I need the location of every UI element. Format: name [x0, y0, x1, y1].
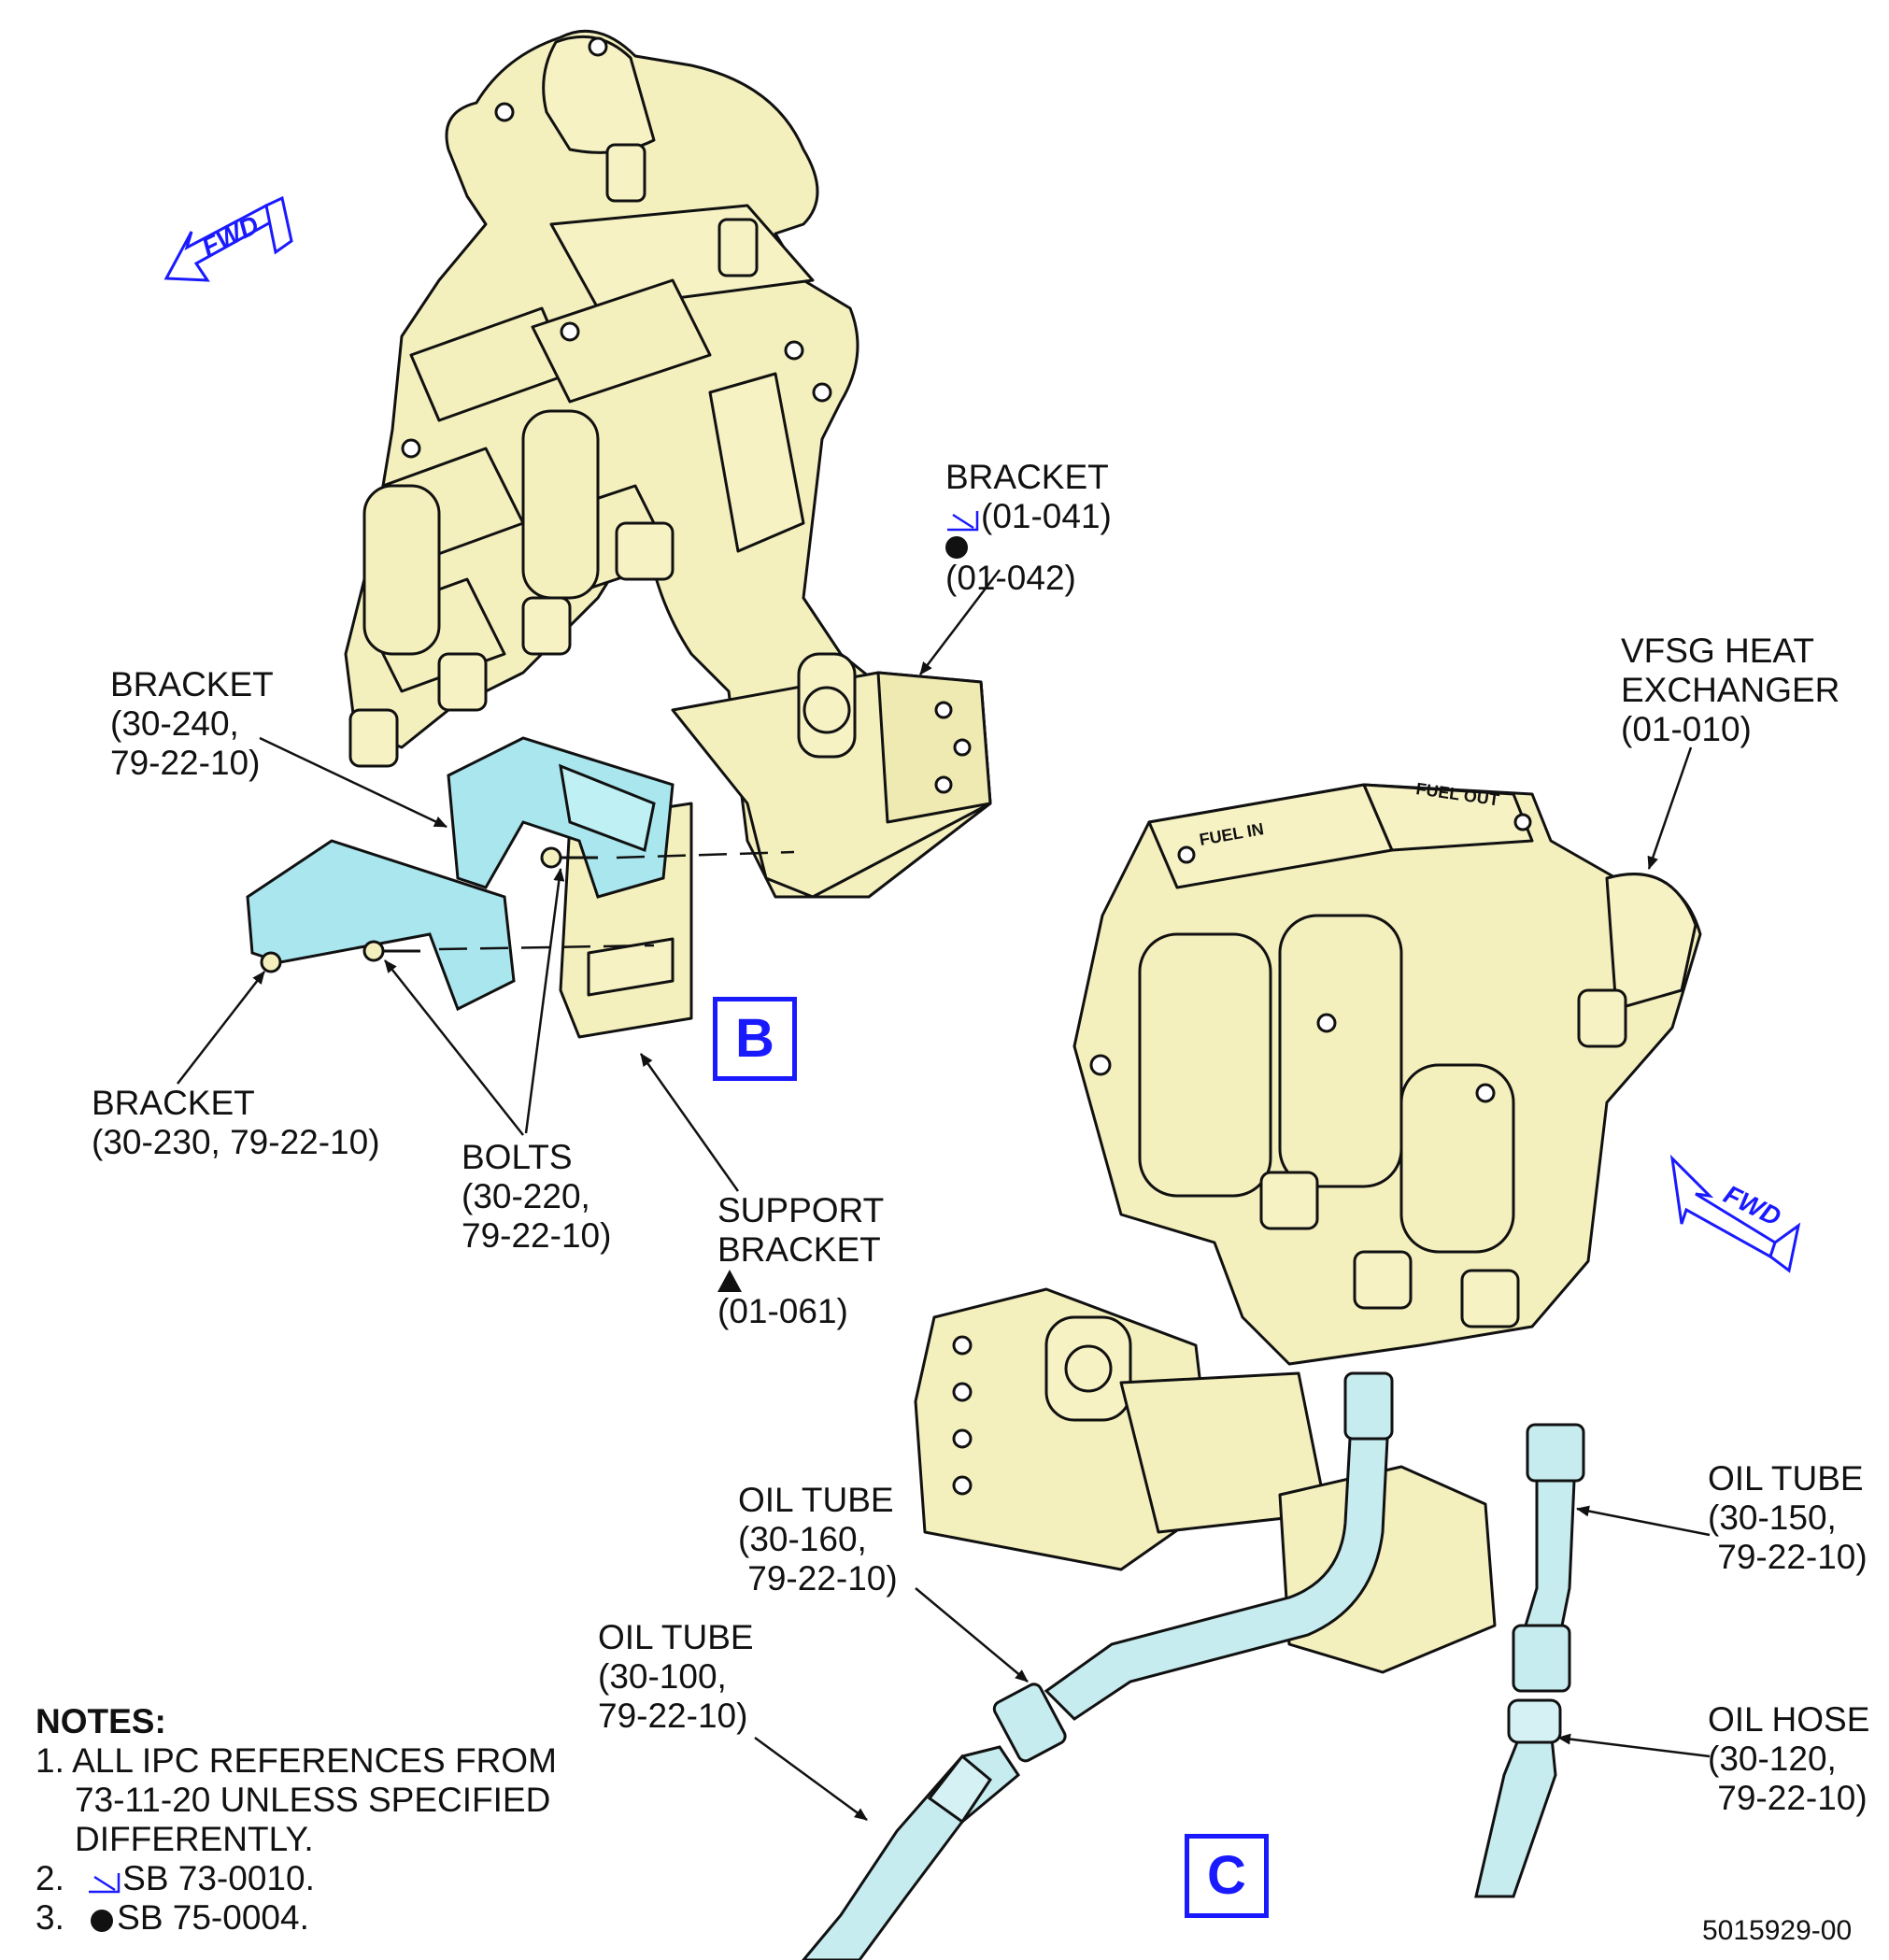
- callout-bracket-top-ref2: (01-042): [945, 536, 1112, 598]
- callout-bracket-top-title: BRACKET: [945, 458, 1109, 496]
- callout-bracket-230-l2: (30-230, 79-22-10): [92, 1123, 380, 1161]
- callout-bracket-top-ref2-text: (01-042): [945, 559, 1076, 597]
- callout-oil-tube-150: OIL TUBE (30-150, 79-22-10): [1708, 1459, 1868, 1577]
- note-2-text: SB 73-0010.: [122, 1859, 315, 1897]
- note-1-l2: 73-11-20 UNLESS SPECIFIED: [75, 1781, 551, 1819]
- callout-bracket-240: BRACKET (30-240, 79-22-10): [110, 665, 274, 783]
- fwd-arrow-bottom: [1669, 1154, 1801, 1273]
- note-3-num: 3.: [36, 1898, 64, 1937]
- callout-oil-tube-160: OIL TUBE (30-160, 79-22-10): [738, 1481, 898, 1598]
- callout-bracket-240-l2: (30-240,: [110, 704, 239, 743]
- callout-vfsg-l2: EXCHANGER: [1621, 671, 1840, 709]
- callout-bracket-240-l1: BRACKET: [110, 665, 274, 703]
- callout-support-l3: (01-061): [717, 1270, 884, 1331]
- callout-support-l3-text: (01-061): [717, 1292, 848, 1330]
- notes-heading: NOTES:: [36, 1702, 166, 1740]
- triangle-icon: [717, 1270, 742, 1292]
- callout-oil-tube-100-l3: 79-22-10): [598, 1697, 748, 1735]
- dot-icon: [91, 1910, 114, 1932]
- callout-oil-tube-100-l2: (30-100,: [598, 1657, 727, 1696]
- callout-oil-hose-120-l1: OIL HOSE: [1708, 1700, 1870, 1739]
- sb-flag-icon: [947, 511, 979, 532]
- note-3: 3. SB 75-0004.: [36, 1898, 557, 1938]
- fwd-arrow-top: [163, 195, 293, 282]
- heat-exchanger-top: [344, 29, 992, 1039]
- sb-flag-icon: [89, 1873, 121, 1894]
- callout-vfsg: VFSG HEAT EXCHANGER (01-010): [1621, 632, 1839, 749]
- callout-oil-hose-120-l2: (30-120,: [1708, 1740, 1837, 1778]
- callout-oil-tube-160-l2: (30-160,: [738, 1520, 867, 1558]
- callout-oil-tube-160-l1: OIL TUBE: [738, 1481, 894, 1519]
- callout-bracket-top-ref1: (01-041): [945, 497, 1112, 536]
- oil-tubes: [802, 1371, 1585, 1960]
- callout-support-bracket: SUPPORT BRACKET (01-061): [717, 1191, 884, 1331]
- callout-bolts-l3: 79-22-10): [462, 1216, 612, 1255]
- figure-number: 5015929-00: [1702, 1915, 1853, 1946]
- bolts: [362, 846, 795, 962]
- callout-bracket-230: BRACKET (30-230, 79-22-10): [92, 1084, 380, 1162]
- callout-bolts-l1: BOLTS: [462, 1138, 573, 1176]
- callout-oil-tube-150-l2: (30-150,: [1708, 1498, 1837, 1537]
- heat-exchanger-bottom: [914, 783, 1702, 1674]
- callout-support-l1: SUPPORT: [717, 1191, 885, 1229]
- callout-bolts: BOLTS (30-220, 79-22-10): [462, 1138, 611, 1256]
- notes: NOTES: 1. ALL IPC REFERENCES FROM 73-11-…: [36, 1702, 557, 1938]
- fwd-label-top: FWD: [197, 210, 263, 263]
- detail-ref-b: B: [713, 997, 797, 1081]
- dot-icon: [945, 536, 968, 559]
- note-2: 2. SB 73-0010.: [36, 1859, 557, 1898]
- note-1-num: 1.: [36, 1741, 64, 1780]
- note-1: 1. ALL IPC REFERENCES FROM: [36, 1741, 557, 1781]
- callout-oil-tube-100: OIL TUBE (30-100, 79-22-10): [598, 1618, 754, 1736]
- callout-support-l2: BRACKET: [717, 1230, 881, 1269]
- note-3-text: SB 75-0004.: [117, 1898, 309, 1937]
- note-1-l1: ALL IPC REFERENCES FROM: [72, 1741, 557, 1780]
- note-2-num: 2.: [36, 1859, 64, 1897]
- detail-ref-c: C: [1185, 1834, 1269, 1918]
- callout-bracket-230-l1: BRACKET: [92, 1084, 255, 1122]
- callout-bracket-top: BRACKET (01-041) (01-042): [945, 458, 1112, 598]
- callout-vfsg-l1: VFSG HEAT: [1621, 632, 1814, 670]
- note-1-l3: DIFFERENTLY.: [75, 1820, 314, 1858]
- leader-lines: [177, 569, 1711, 1822]
- callout-oil-hose-120-l3: 79-22-10): [1708, 1779, 1868, 1817]
- callout-oil-hose-120: OIL HOSE (30-120, 79-22-10): [1708, 1700, 1869, 1818]
- callout-oil-tube-160-l3: 79-22-10): [738, 1559, 898, 1598]
- callout-oil-tube-100-l1: OIL TUBE: [598, 1618, 754, 1656]
- callout-bracket-top-ref1-text: (01-041): [981, 497, 1112, 535]
- callout-vfsg-l3: (01-010): [1621, 710, 1752, 748]
- bracket-30-230: [246, 839, 516, 1012]
- callout-oil-tube-150-l3: 79-22-10): [1708, 1538, 1868, 1576]
- callout-bracket-240-l3: 79-22-10): [110, 744, 261, 782]
- callout-bolts-l2: (30-220,: [462, 1177, 590, 1215]
- callout-oil-tube-150-l1: OIL TUBE: [1708, 1459, 1864, 1498]
